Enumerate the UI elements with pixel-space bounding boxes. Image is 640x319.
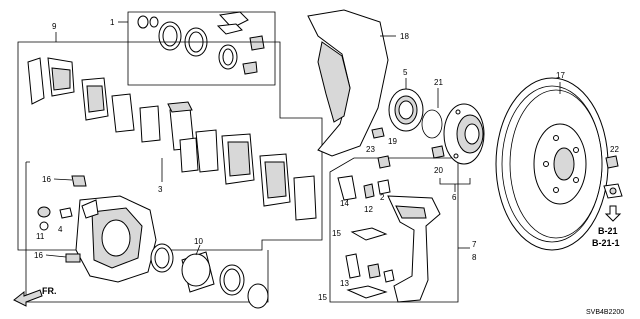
callout-3: 3 <box>158 185 163 194</box>
callout-14: 14 <box>340 199 349 208</box>
splash-guard <box>307 9 389 157</box>
wheel-bearing <box>388 88 424 132</box>
front-label: FR. <box>42 286 57 296</box>
brake-pads-left <box>27 57 161 143</box>
callout-6: 6 <box>452 193 457 202</box>
callout-15-top: 15 <box>332 229 341 238</box>
callout-21: 21 <box>434 78 443 87</box>
callout-12: 12 <box>364 205 373 214</box>
bleeder-and-caps <box>37 206 73 231</box>
caliper-bracket <box>387 195 441 303</box>
callout-22: 22 <box>610 145 619 154</box>
callout-7: 7 <box>472 240 477 249</box>
callout-2: 2 <box>380 193 385 202</box>
leader-10 <box>195 244 201 256</box>
callout-4: 4 <box>58 225 63 234</box>
diagram-code: SVB4B2200 <box>586 309 624 316</box>
disc-screw <box>605 155 619 169</box>
callout-5: 5 <box>403 68 408 77</box>
pad-retainers <box>346 227 388 299</box>
bracket-box <box>329 157 459 303</box>
hub-bolt <box>431 145 445 159</box>
callout-15-bottom: 15 <box>318 293 327 302</box>
guide-pins <box>337 175 395 283</box>
reference-b21-1: B-21-1 <box>592 238 620 248</box>
wheel-hub <box>443 103 485 165</box>
circlip <box>421 109 443 139</box>
caliper-bolts <box>65 175 87 263</box>
brake-disc <box>495 77 609 251</box>
callout-19: 19 <box>388 137 397 146</box>
splash-guard-bolts <box>371 127 391 169</box>
callout-20: 20 <box>434 166 443 175</box>
front-arrow-icon <box>13 289 43 307</box>
reference-arrow <box>604 205 622 222</box>
seal-kit-box <box>127 11 276 86</box>
hub-nut <box>603 183 623 199</box>
caliper-box <box>25 161 269 303</box>
reference-b21: B-21 <box>598 226 618 236</box>
piston-set <box>150 243 269 309</box>
callout-9: 9 <box>52 22 57 31</box>
callout-11: 11 <box>36 232 45 241</box>
pad-shims <box>167 101 219 173</box>
callout-1: 1 <box>110 18 115 27</box>
callout-18: 18 <box>400 32 409 41</box>
leader-16-top <box>53 178 73 181</box>
callout-8: 8 <box>472 253 477 262</box>
bracket-6 <box>439 178 471 185</box>
callout-10: 10 <box>194 237 203 246</box>
caliper-body <box>75 195 157 283</box>
callout-17: 17 <box>556 71 565 80</box>
callout-16-top: 16 <box>42 175 51 184</box>
seal-kit-parts <box>137 11 265 75</box>
brake-pads-right <box>221 133 317 221</box>
callout-23: 23 <box>366 145 375 154</box>
callout-13: 13 <box>340 279 349 288</box>
callout-16-bottom: 16 <box>34 251 43 260</box>
leader-16-bottom <box>45 254 67 258</box>
